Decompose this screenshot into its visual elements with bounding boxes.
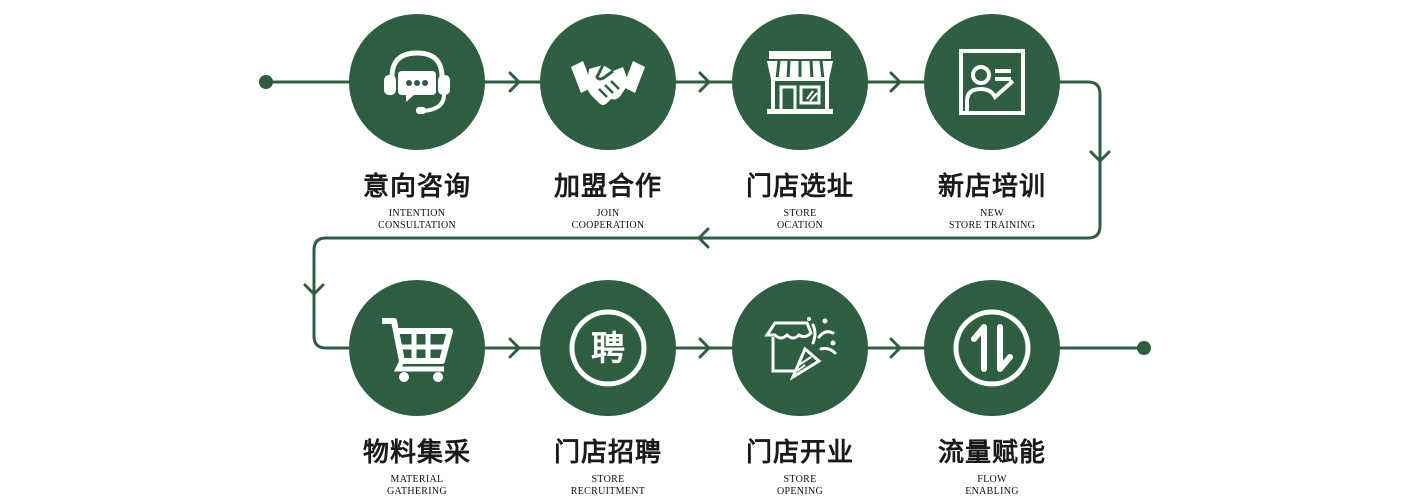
arrow-down-left <box>303 283 325 296</box>
step-title: 门店招聘 <box>553 438 662 468</box>
handshake-icon <box>571 61 645 105</box>
step-circle <box>732 280 868 416</box>
step-circle <box>924 14 1060 150</box>
arrow-right-3 <box>889 71 902 93</box>
step-circle <box>540 14 676 150</box>
step-circle <box>924 280 1060 416</box>
training-board-icon <box>959 49 1025 115</box>
step-circle <box>349 14 485 150</box>
end-dot <box>1137 341 1151 355</box>
arrow-right-6 <box>889 337 902 359</box>
step-title: 门店选址 <box>745 172 854 202</box>
party-popper-icon <box>764 317 837 381</box>
step-circle <box>732 14 868 150</box>
step-title: 意向咨询 <box>362 172 471 202</box>
shopping-cart-icon <box>382 318 453 382</box>
step-title: 加盟合作 <box>553 172 662 202</box>
arrow-left <box>697 227 710 249</box>
step-circle <box>349 280 485 416</box>
traffic-arrows-icon <box>953 309 1031 387</box>
step-title: 物料集采 <box>362 438 471 468</box>
start-dot <box>259 75 273 89</box>
recruit-glyph: 聘 <box>591 329 625 369</box>
arrow-right-2 <box>698 71 711 93</box>
step-circle: 聘 <box>540 280 676 416</box>
flow-path <box>264 80 1146 350</box>
recruit-seal-icon: 聘 <box>569 309 647 387</box>
step-title: 流量赋能 <box>937 438 1046 468</box>
arrow-right-4 <box>508 337 521 359</box>
step-title: 门店开业 <box>745 438 854 468</box>
arrow-right-1 <box>508 71 521 93</box>
step-title: 新店培训 <box>937 172 1046 202</box>
storefront-icon <box>767 51 833 114</box>
headset-chat-icon <box>384 50 450 114</box>
arrow-down-right <box>1089 150 1111 163</box>
arrow-right-5 <box>698 337 711 359</box>
